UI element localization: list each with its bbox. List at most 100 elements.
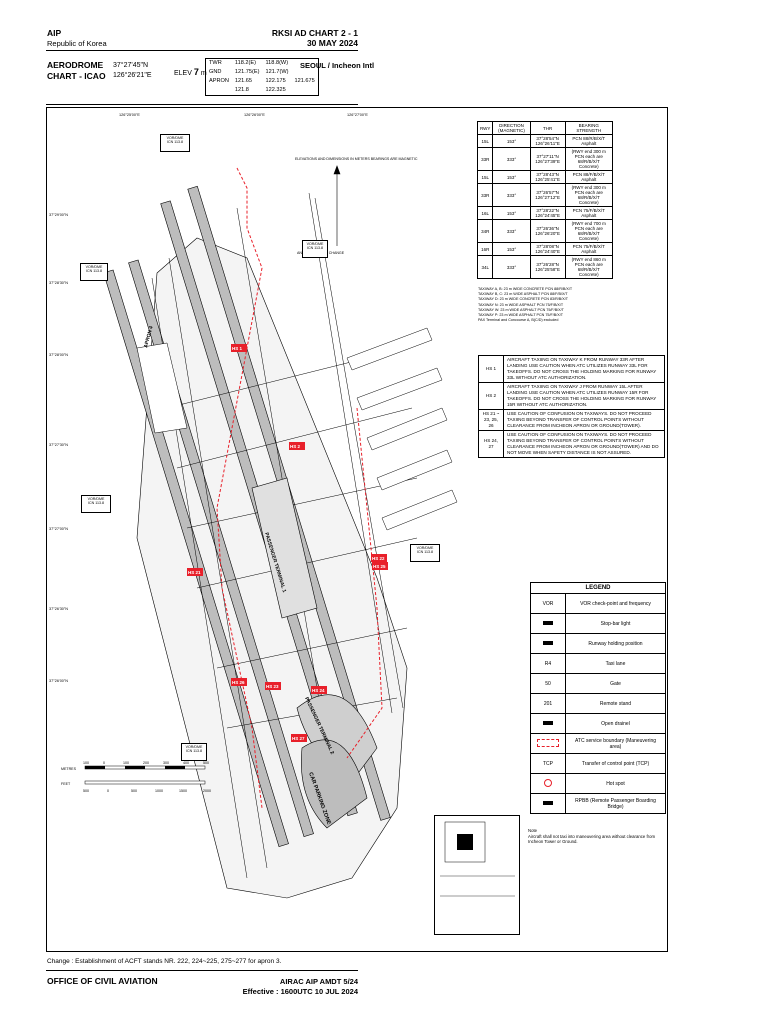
legend-black-mark	[543, 620, 553, 625]
latitude-tick-label: 37°28'30"N	[49, 281, 68, 285]
elev-label: ELEV	[174, 70, 192, 77]
header-left-1: AIP	[47, 28, 62, 38]
legend-row: Stop-bar light	[530, 613, 666, 634]
legend-black-mark	[543, 640, 553, 645]
runway-cell: 333°	[492, 219, 531, 243]
hot-spot-tag: HS 26	[231, 678, 247, 686]
runway-cell: 33R	[476, 147, 494, 171]
runway-table-header: THR	[529, 121, 566, 135]
scale-feet-tick: 1000	[155, 789, 163, 793]
frequency-cell: APRON	[209, 77, 229, 84]
header-rule	[46, 50, 358, 51]
runway-cell: (RWY end 700 m PCN each are 68/R/B/X/T C…	[564, 219, 614, 243]
legend-label: Hot spot	[565, 773, 666, 794]
legend-label: ATC service boundary (Maneuvering area)	[565, 733, 666, 754]
runway-cell: 37°28'08"N 126°24'40"E	[529, 242, 566, 256]
runway-note: TAXIWAY P: 23 m WIDE ASPHALT PCN 75/F/B/…	[478, 313, 563, 318]
runway-notes: TAXIWAY A, B: 23 m WIDE CONCRETE PCN 88/…	[478, 287, 618, 323]
apron-4-label: APRON 4	[143, 325, 155, 348]
atc-boundary	[216, 167, 383, 809]
change-note: Change : Establishment of ACFT stands NR…	[47, 958, 282, 965]
note-box: Note Aircraft shall not taxi into maneuv…	[528, 828, 668, 845]
hot-spot-symbol	[544, 778, 552, 787]
elevation: ELEV 7 m	[174, 67, 207, 77]
chart-frame	[46, 107, 668, 952]
latitude-tick-label: 37°26'30"N	[49, 607, 68, 611]
hot-spot-tag: HS 23	[265, 682, 281, 690]
elev-unit: m	[200, 70, 207, 77]
frequency-cell: 122.325	[265, 86, 286, 93]
inset-map-svg	[440, 821, 515, 897]
frequency-cell: 118.8(W)	[265, 60, 289, 67]
scale-feet-tick: 1500	[179, 789, 187, 793]
terminal-1-building	[251, 477, 318, 619]
runway-cell: 34R	[476, 219, 494, 243]
latitude-tick-label: 37°26'00"N	[49, 679, 68, 683]
runway-cell: 37°28'43"N 126°25'41"E	[529, 170, 566, 184]
runway-cell: 37°26'57"N 126°27'12"E	[529, 183, 566, 207]
runway-cell: 333°	[492, 147, 531, 171]
runway-cell: 34L	[476, 255, 494, 279]
hot-spot-text: USE CAUTION OF CONFUSION ON TAXIWAYS. DO…	[503, 430, 665, 458]
runway-cell: 153°	[492, 206, 531, 220]
scale-feet-tick: 2000	[203, 789, 211, 793]
hot-spot-text: USE CAUTION OF CONFUSION ON TAXIWAYS. DO…	[503, 409, 665, 431]
runway-cell: (RWY end 300 m PCN each are 68/R/B/X/T C…	[564, 183, 614, 207]
legend-symbol: VOR	[530, 593, 566, 614]
runway-cell: PCN 75/F/B/X/T Asphalt	[564, 206, 614, 220]
frequency-cell: 121.65	[234, 77, 253, 84]
runway-cell: 333°	[492, 255, 531, 279]
runway-cell: 37°26'36"N 126°26'20"E	[529, 219, 566, 243]
legend-label: Remote stand	[565, 693, 666, 714]
latitude-ticks: 37°29'00"N37°28'30"N37°28'00"N37°27'30"N…	[49, 213, 68, 683]
legend-symbol	[530, 773, 566, 794]
runway-cell: (RWY end 300 m PCN each are 68/R/B/X/T C…	[564, 147, 614, 171]
frequency-cell	[206, 86, 232, 96]
header-right-2: 30 MAY 2024	[306, 38, 358, 48]
legend-label: RPBB (Remote Passenger Boarding Bridge)	[565, 793, 666, 814]
scale-feet-tick: 500	[83, 789, 89, 793]
longitude-tick-label: 126°26'00"E	[244, 113, 265, 117]
runway-cell: 37°28'54"N 126°26'11"E	[529, 134, 566, 148]
atc-boundary-symbol	[537, 738, 559, 747]
north-arrow	[333, 165, 341, 246]
hot-spot-tag: HS 25	[372, 562, 388, 570]
runway-note: PAX Terminal and Concourse A, B(C/D) exc…	[478, 318, 559, 323]
legend-label: Gate	[565, 673, 666, 694]
legend-symbol	[530, 613, 566, 634]
frequency-cell: 121.675	[294, 77, 315, 84]
legend-symbol: TCP	[530, 753, 566, 774]
chart-title-1: AERODROME	[47, 60, 104, 70]
hot-spot-tag: HS 22	[371, 554, 387, 562]
runway-cell: 15L	[476, 134, 494, 148]
elevation-note: ELEVATIONS AND DIMENSIONS IN METERS BEAR…	[295, 157, 418, 161]
office-name: OFFICE OF CIVIL AVIATION	[47, 976, 158, 986]
runway-cell: 37°26'28"N 126°25'58"E	[529, 255, 566, 279]
scale-metres-tick: 200	[143, 761, 149, 765]
header-left-2: Republic of Korea	[47, 39, 107, 48]
hot-spot-tag-label: HS 23	[266, 684, 279, 689]
scale-feet-tick: 0	[107, 789, 109, 793]
frequency-cell: GND	[209, 69, 222, 76]
hot-spot-id: HS 2	[478, 382, 504, 410]
legend-row: Runway holding position	[530, 633, 666, 654]
car-parking-area	[301, 739, 368, 829]
frequency-cell: TWR	[209, 60, 222, 67]
scale-metres-tick: 100	[123, 761, 129, 765]
chart-title-2: CHART - ICAO	[47, 71, 106, 81]
legend-label: Open drainel	[565, 713, 666, 734]
runway-table-header: BEARING STRENGTH	[564, 121, 614, 135]
legend-black-mark	[543, 720, 553, 725]
